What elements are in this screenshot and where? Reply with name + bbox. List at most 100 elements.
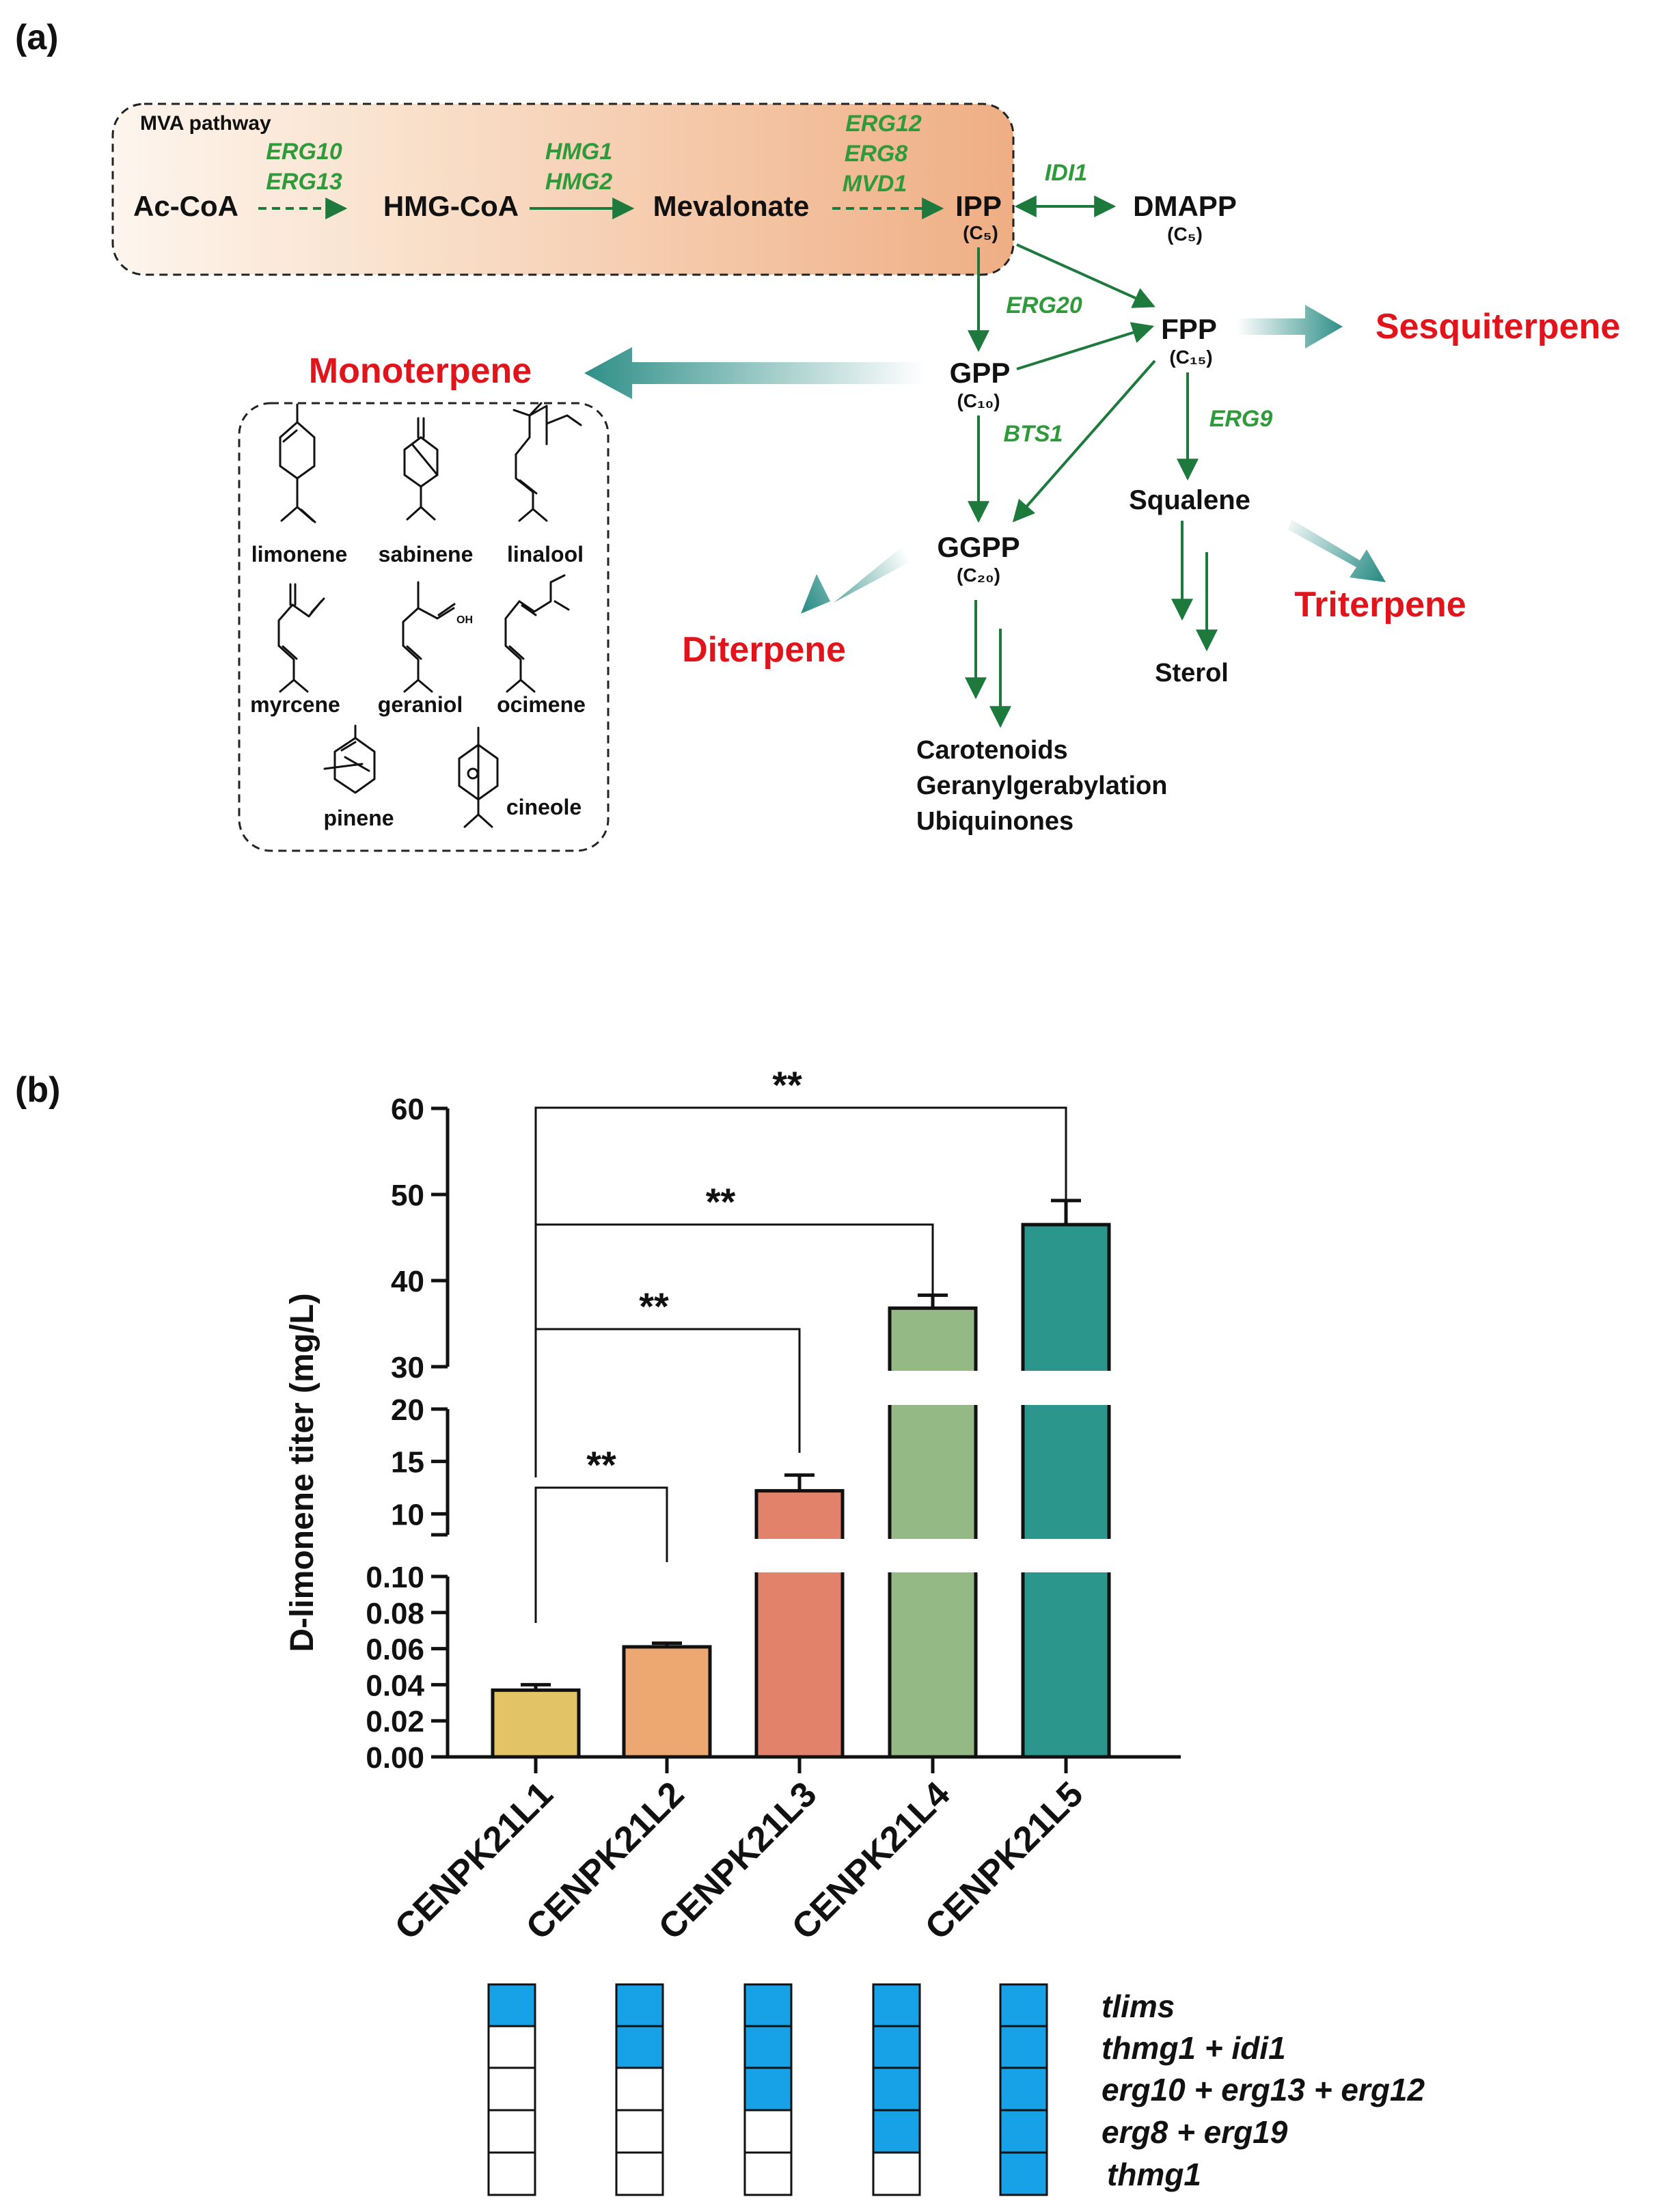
- enzyme-erg12: ERG12: [845, 111, 922, 137]
- gene-matrix-cell: [743, 2025, 793, 2070]
- gene-matrix-cell: [743, 2066, 793, 2112]
- significance-bracket: [534, 1328, 801, 1477]
- gene-matrix-cell: [743, 2109, 793, 2154]
- monoterpene-name-geraniol: geraniol: [378, 692, 463, 717]
- y-tick-label: 10: [391, 1498, 424, 1531]
- panel-b-label: (b): [15, 1070, 60, 1110]
- metabolite-gpp: GPP: [950, 357, 1011, 389]
- gene-matrix-cell: [487, 1983, 536, 2028]
- metabolite-fpp: FPP: [1161, 313, 1217, 345]
- y-tick-label: 0.00: [366, 1741, 424, 1775]
- gene-matrix-cell: [487, 2066, 536, 2112]
- monoterpene-name-linalool: linalool: [507, 542, 584, 566]
- structure-sabinene: [403, 417, 439, 521]
- y-tick-label: 0.08: [366, 1597, 424, 1630]
- metabolite-sterol: Sterol: [1155, 659, 1229, 687]
- significance-label: **: [639, 1285, 669, 1328]
- y-tick-label: 20: [391, 1393, 424, 1427]
- structure-cineole: [458, 726, 499, 828]
- gene-matrix-cell: [615, 2025, 664, 2070]
- metabolite-hmgcoa: HMG-CoA: [383, 190, 519, 222]
- y-tick-label: 0.06: [366, 1633, 424, 1667]
- enzyme-mvd1: MVD1: [843, 171, 907, 197]
- gene-matrix-cell: [999, 2109, 1048, 2154]
- y-tick-label: 0.02: [366, 1705, 424, 1738]
- metabolite-gpp-carbons: (C₁₀): [957, 390, 1000, 411]
- gene-matrix-cell: [872, 2025, 921, 2070]
- chart-significance-brackets: ********: [534, 1063, 1067, 1623]
- gene-matrix-cell: [487, 2025, 536, 2070]
- metabolite-dmapp: DMAPP: [1133, 190, 1237, 222]
- monoterpene-name-ocimene: ocimene: [497, 692, 586, 717]
- monoterpene-name-pinene: pinene: [323, 806, 394, 830]
- gene-matrix-cell: [872, 2066, 921, 2112]
- chart-x-axis: CENPK21L1CENPK21L2CENPK21L3CENPK21L4CENP…: [387, 1774, 1091, 1948]
- arrow-fpp-ggpp: [1012, 359, 1156, 523]
- bar-CENPK21L5: [1021, 1223, 1111, 1759]
- metabolite-mevalonate: Mevalonate: [653, 190, 810, 222]
- gene-matrix-cell: [872, 2151, 921, 2196]
- y-tick-label: 40: [391, 1265, 424, 1298]
- structure-geraniol: OH: [402, 581, 473, 693]
- geraniol-oh-label: OH: [456, 614, 473, 626]
- monoterpene-name-limonene: limonene: [251, 542, 347, 566]
- metabolite-ggpp: GGPP: [937, 531, 1020, 563]
- big-arrow-triterpene: [1288, 519, 1386, 582]
- gene-label: erg8 + erg19: [1102, 2114, 1288, 2150]
- y-tick-label: 30: [391, 1351, 424, 1384]
- enzyme-erg9: ERG9: [1209, 406, 1273, 432]
- gene-matrix-cell: [615, 2066, 664, 2112]
- significance-bracket: [534, 1486, 668, 1623]
- bar-break-gap: [1020, 1371, 1112, 1405]
- product-diterpene: Diterpene: [682, 630, 846, 670]
- big-arrow-monoterpene: [584, 347, 924, 399]
- bar-break-gap: [887, 1539, 979, 1572]
- big-arrow-sesquiterpene: [1237, 305, 1343, 349]
- y-tick-label: 0.10: [366, 1561, 424, 1594]
- metabolite-squalene: Squalene: [1129, 485, 1250, 515]
- arrow-gpp-fpp: [1016, 322, 1155, 370]
- panel-a-label: (a): [15, 18, 59, 57]
- significance-label: **: [706, 1180, 736, 1223]
- structure-ocimene: [504, 574, 570, 693]
- bar-CENPK21L2: [622, 1645, 712, 1759]
- bar-break-gap: [1020, 1539, 1112, 1572]
- enzyme-erg10: ERG10: [266, 139, 342, 165]
- chart-bars: [491, 1199, 1112, 1773]
- gene-label: erg10 + erg13 + erg12: [1102, 2072, 1425, 2107]
- enzyme-hmg1: HMG1: [545, 139, 612, 165]
- ggpp-product-ubiquinones: Ubiquinones: [916, 807, 1073, 836]
- gene-matrix-cell: [999, 2151, 1048, 2196]
- bar-CENPK21L1: [491, 1688, 581, 1759]
- metabolite-fpp-carbons: (C₁₅): [1169, 346, 1212, 368]
- monoterpene-name-myrcene: myrcene: [250, 692, 340, 717]
- bar-break-gap: [887, 1371, 979, 1405]
- enzyme-bts1: BTS1: [1004, 421, 1063, 447]
- y-tick-label: 60: [391, 1093, 424, 1126]
- gene-matrix-cell: [872, 1983, 921, 2028]
- enzyme-erg8: ERG8: [845, 141, 908, 167]
- significance-bracket: [534, 1223, 934, 1402]
- bar-CENPK21L3: [754, 1489, 845, 1759]
- gene-matrix-cell: [615, 1983, 664, 2028]
- product-sesquiterpene: Sesquiterpene: [1376, 307, 1620, 346]
- enzyme-idi1: IDI1: [1045, 160, 1087, 186]
- gene-matrix-cell: [743, 2151, 793, 2196]
- gene-label: thmg1 + idi1: [1102, 2030, 1286, 2066]
- gene-label: tlims: [1102, 1989, 1175, 2024]
- y-tick-label: 15: [391, 1446, 424, 1479]
- metabolite-ggpp-carbons: (C₂₀): [957, 564, 1000, 586]
- y-tick-label: 50: [391, 1179, 424, 1212]
- gene-matrix-cell: [999, 2025, 1048, 2070]
- product-triterpene: Triterpene: [1294, 585, 1466, 625]
- gene-matrix-cell: [743, 1983, 793, 2028]
- structure-linalool: [512, 402, 582, 522]
- structure-pinene: [323, 724, 376, 794]
- structure-limonene: [279, 403, 316, 523]
- ggpp-product-carotenoids: Carotenoids: [916, 736, 1068, 765]
- gene-matrix-cell: [872, 2109, 921, 2154]
- big-arrow-diterpene: [801, 547, 910, 614]
- gene-matrix-cell: [615, 2151, 664, 2196]
- metabolite-ipp-carbons: (C₅): [963, 222, 998, 243]
